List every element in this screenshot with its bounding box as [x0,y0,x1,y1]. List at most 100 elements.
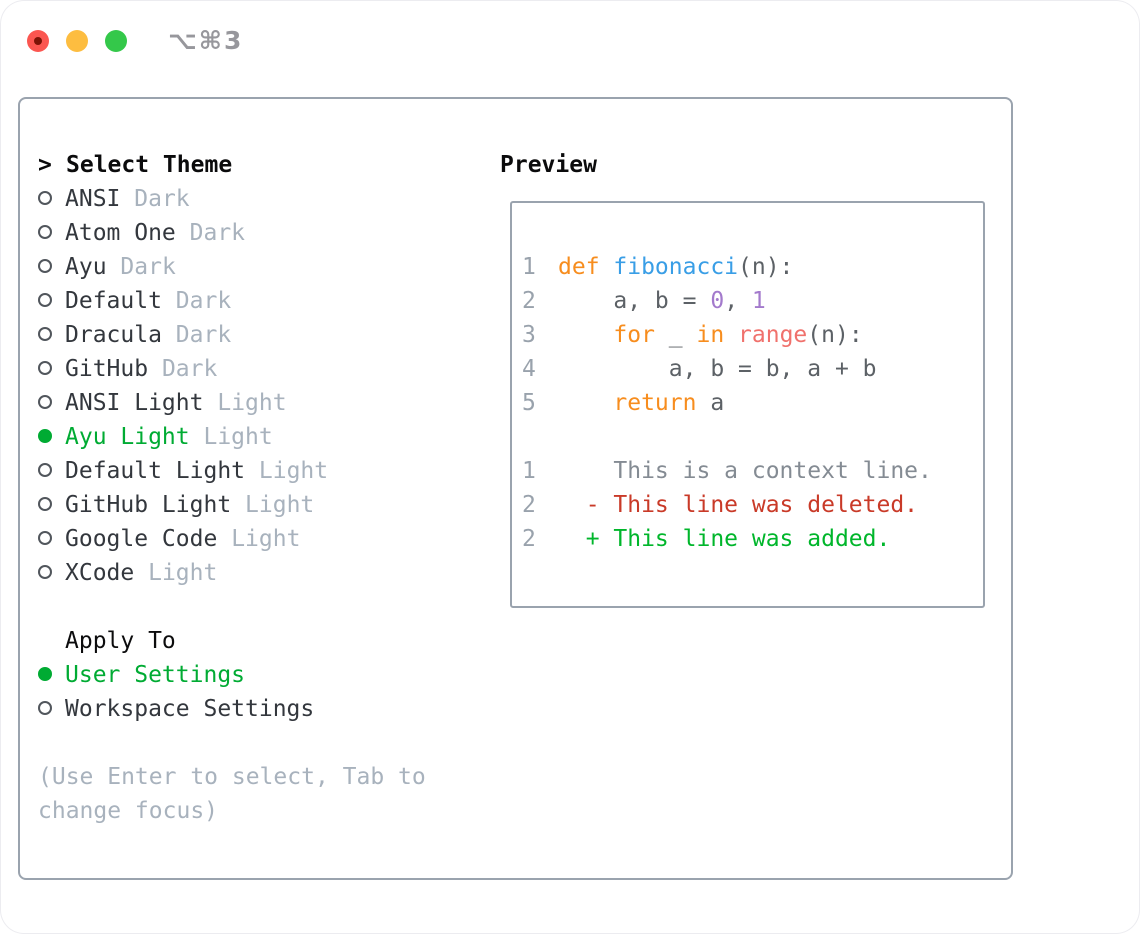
code-segment: a [696,390,725,416]
code-segment: (n): [738,254,794,280]
theme-item-ayu-light[interactable]: Ayu Light Light [38,420,500,454]
theme-name: Default Light [65,458,246,484]
apply-option-user-settings[interactable]: User Settings [38,658,500,692]
code-segment [558,322,613,348]
radio-icon [38,463,52,477]
theme-item-default[interactable]: Default Dark [38,284,500,318]
apply-option-workspace-settings[interactable]: Workspace Settings [38,692,500,726]
radio-icon [38,395,52,409]
apply-option-label: Workspace Settings [65,696,315,722]
theme-item-github[interactable]: GitHub Dark [38,352,500,386]
radio-icon [38,191,52,205]
code-segment: for [613,322,655,348]
theme-variant: Dark [175,322,232,348]
theme-name: Atom One [65,220,176,246]
theme-name: Default [65,288,162,314]
theme-variant: Light [148,560,218,586]
preview-title: Preview [500,152,597,178]
theme-variant: Light [203,424,273,450]
code-line: 5 return a [522,386,983,420]
line-number: 5 [522,390,536,416]
code-segment: in [696,322,725,348]
code-segment: , [724,288,752,314]
radio-icon [38,327,52,341]
code-segment: a, b = b, a + b [558,356,877,382]
line-number: 4 [522,356,536,382]
theme-picker-title: Select Theme [66,152,233,178]
code-line: 3 for _ in range(n): [522,318,983,352]
code-segment: return [613,390,697,416]
radio-icon [38,225,52,239]
traffic-lights [27,29,144,52]
theme-item-ayu[interactable]: Ayu Dark [38,250,500,284]
line-number: 1 [522,458,536,484]
theme-variant: Dark [120,254,176,280]
theme-name: Google Code [65,526,218,552]
code-segment: def [558,254,614,280]
theme-name: ANSI Light [65,390,204,416]
theme-variant: Dark [175,288,232,314]
close-dot-icon [34,36,42,45]
theme-item-atom-one[interactable]: Atom One Dark [38,216,500,250]
theme-variant: Dark [134,186,190,212]
close-button[interactable] [27,29,49,52]
spacer [38,726,500,760]
theme-name: GitHub [65,356,149,382]
theme-variant: Light [258,458,329,484]
line-number: 2 [522,492,536,518]
theme-picker-header: > Select Theme [38,148,500,182]
theme-name: GitHub Light [65,492,232,518]
code-segment: + This line was added. [558,526,891,552]
minimize-button[interactable] [66,29,88,52]
radio-selected-icon [38,429,52,443]
apply-option-label: User Settings [65,662,246,688]
theme-name: XCode [65,560,135,586]
radio-selected-icon [38,667,52,681]
theme-item-ansi-light[interactable]: ANSI Light Light [38,386,500,420]
code-segment: This is a context line. [558,458,932,484]
code-segment [558,390,613,416]
code-segment: 1 [751,288,766,314]
code-line: 2 + This line was added. [522,522,983,556]
window-shortcut-label: ⌥⌘3 [168,26,244,55]
theme-variant: Light [245,492,315,518]
theme-item-dracula[interactable]: Dracula Dark [38,318,500,352]
code-segment: 0 [710,288,725,314]
theme-name: Ayu Light [65,424,190,450]
code-line [522,420,983,454]
line-number: 1 [522,254,536,280]
theme-name: Ayu [65,254,107,280]
code-line: 2 a, b = 0, 1 [522,284,983,318]
theme-name: Dracula [65,322,162,348]
theme-item-ansi[interactable]: ANSI Dark [38,182,500,216]
code-line: 4 a, b = b, a + b [522,352,983,386]
theme-item-default-light[interactable]: Default Light Light [38,454,500,488]
code-segment: - This line was deleted. [558,492,919,518]
line-number: 2 [522,526,536,552]
code-segment: a, b = [558,288,711,314]
theme-variant: Light [217,390,287,416]
spacer [38,590,500,624]
focus-prompt-icon: > [38,152,52,178]
theme-item-google-code[interactable]: Google Code Light [38,522,500,556]
radio-icon [38,259,52,273]
zoom-button[interactable] [105,29,127,52]
theme-variant: Dark [161,356,218,382]
code-segment: (n): [807,322,863,348]
radio-icon [38,701,52,715]
radio-icon [38,293,52,307]
titlebar: ⌥⌘3 [27,26,243,55]
theme-item-xcode[interactable]: XCode Light [38,556,500,590]
code-segment: _ [654,322,697,348]
theme-item-github-light[interactable]: GitHub Light Light [38,488,500,522]
apply-to-title: Apply To [65,628,176,654]
radio-icon [38,361,52,375]
radio-icon [38,497,52,511]
